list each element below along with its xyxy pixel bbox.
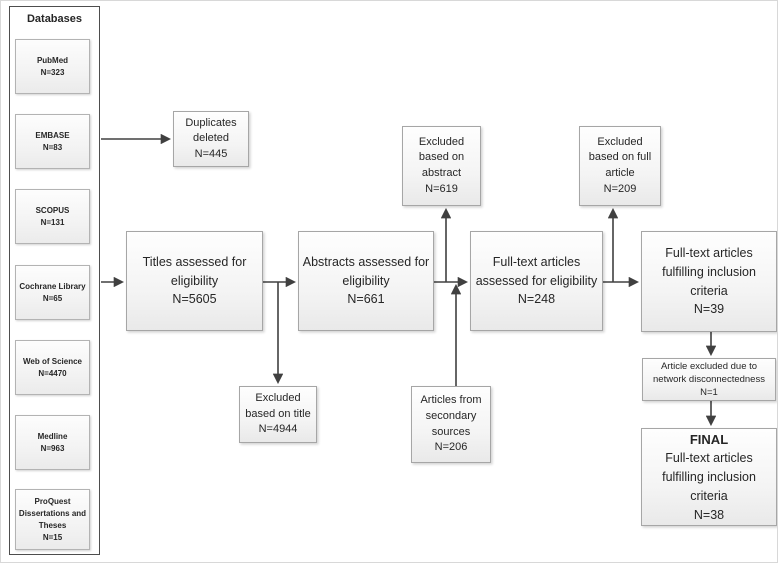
- node-count: N=619: [425, 182, 458, 195]
- node-final-heading: FINAL: [689, 431, 729, 447]
- database-count: N=323: [40, 67, 65, 77]
- node-label: Excluded based on title: [245, 392, 311, 420]
- node-label: Abstracts assessed for eligibility: [302, 254, 430, 288]
- node-count: N=445: [194, 147, 228, 160]
- database-count: N=83: [42, 142, 63, 152]
- node-network-excluded: Article excluded due to network disconne…: [642, 358, 776, 401]
- node-count: N=248: [517, 292, 556, 307]
- database-box-scopus: SCOPUS N=131: [15, 189, 90, 244]
- database-count: N=963: [40, 443, 65, 453]
- database-box-embase: EMBASE N=83: [15, 114, 90, 169]
- database-label: Cochrane Library: [19, 281, 86, 291]
- node-excluded-title: Excluded based on title N=4944: [239, 386, 317, 443]
- node-label: Article excluded due to network disconne…: [653, 360, 765, 385]
- node-label: Titles assessed for eligibility: [142, 254, 247, 288]
- databases-container: Databases PubMed N=323 EMBASE N=83 SCOPU…: [9, 6, 100, 555]
- node-label: Duplicates deleted: [185, 116, 237, 145]
- databases-header: Databases: [26, 13, 83, 25]
- node-secondary-sources: Articles from secondary sources N=206: [411, 386, 491, 463]
- node-count: N=209: [603, 182, 637, 195]
- database-box-pubmed: PubMed N=323: [15, 39, 90, 94]
- database-label: Web of Science: [23, 356, 82, 366]
- database-box-medline: Medline N=963: [15, 415, 90, 470]
- node-label: Excluded based on abstract: [418, 135, 465, 179]
- database-box-cochrane: Cochrane Library N=65: [15, 265, 90, 320]
- node-fulltext-fulfilling: Full-text articles fulfilling inclusion …: [641, 231, 777, 332]
- node-label: Excluded based on full article: [588, 135, 652, 179]
- node-count: N=39: [693, 302, 725, 317]
- node-count: N=4944: [258, 423, 298, 436]
- node-count: N=1: [700, 387, 718, 399]
- node-fulltext-assessed: Full-text articles assessed for eligibil…: [470, 231, 603, 331]
- node-count: N=206: [434, 441, 468, 454]
- node-titles-assessed: Titles assessed for eligibility N=5605: [126, 231, 263, 331]
- database-label: Medline: [37, 431, 68, 441]
- node-abstracts-assessed: Abstracts assessed for eligibility N=661: [298, 231, 434, 331]
- database-label: PubMed: [36, 55, 69, 65]
- node-excluded-abstract: Excluded based on abstract N=619: [402, 126, 481, 206]
- node-duplicates-deleted: Duplicates deleted N=445: [173, 111, 249, 167]
- database-label: EMBASE: [35, 130, 70, 140]
- database-box-webofscience: Web of Science N=4470: [15, 340, 90, 395]
- node-label: Articles from secondary sources: [420, 394, 482, 438]
- database-count: N=4470: [38, 368, 67, 378]
- node-label: Full-text articles assessed for eligibil…: [475, 254, 598, 288]
- database-count: N=65: [42, 293, 63, 303]
- node-count: N=661: [347, 292, 385, 307]
- node-label: Full-text articles fulfilling inclusion …: [662, 451, 756, 503]
- node-count: N=5605: [172, 292, 217, 307]
- node-excluded-fullarticle: Excluded based on full article N=209: [579, 126, 661, 206]
- node-final: FINAL Full-text articles fulfilling incl…: [641, 428, 777, 526]
- database-label: ProQuest Dissertations and Theses: [18, 496, 87, 530]
- node-count: N=38: [693, 507, 725, 522]
- database-label: SCOPUS: [35, 205, 70, 215]
- node-label: Full-text articles fulfilling inclusion …: [662, 246, 756, 298]
- database-box-proquest: ProQuest Dissertations and Theses N=15: [15, 489, 90, 550]
- database-count: N=15: [42, 532, 63, 542]
- database-count: N=131: [40, 217, 65, 227]
